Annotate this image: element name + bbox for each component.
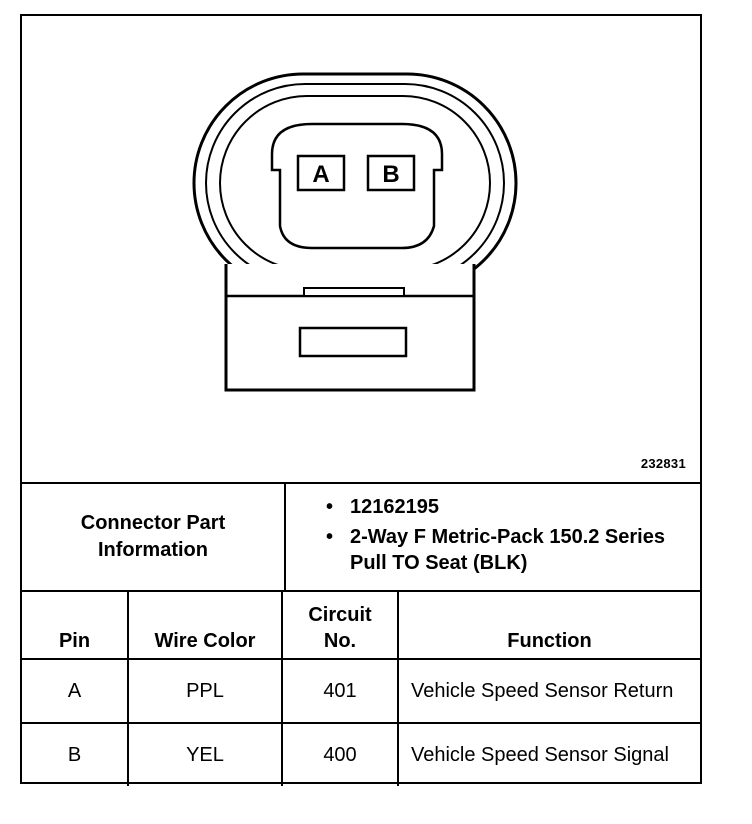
header-function: Function: [397, 592, 700, 660]
pin-a-box: [296, 154, 346, 192]
header-circuit: Circuit No.: [281, 592, 399, 660]
connector-part-info-list: • 12162195 • 2-Way F Metric-Pack 150.2 S…: [324, 494, 694, 580]
wire-color-cell: PPL: [127, 658, 283, 724]
part-description-item: • 2-Way F Metric-Pack 150.2 Series Pull …: [326, 526, 665, 574]
table-row: A PPL 401 Vehicle Speed Sensor Return: [22, 658, 700, 724]
connector-part-info: Connector Part Information • 12162195 • …: [22, 484, 700, 592]
header-wire-color: Wire Color: [127, 592, 283, 660]
bullet: •: [326, 526, 334, 548]
pin-cell: B: [22, 722, 129, 786]
connector-face-drawing: A B: [192, 72, 518, 392]
pin-a-label: A: [312, 161, 329, 188]
circuit-cell: 400: [281, 722, 399, 786]
connector-cavity: [270, 122, 444, 250]
pin-b-box: [366, 154, 416, 192]
figure-id: 232831: [640, 456, 686, 471]
function-cell: Vehicle Speed Sensor Return: [397, 658, 700, 724]
table-row: B YEL 400 Vehicle Speed Sensor Signal: [22, 722, 700, 786]
circuit-cell: 401: [281, 658, 399, 724]
connector-lock-slot: [298, 326, 408, 358]
bullet: •: [326, 496, 334, 518]
connector-shell-inner: [219, 95, 491, 271]
pin-cell: A: [22, 658, 129, 724]
pin-b-label: B: [382, 161, 399, 188]
pin-table: Pin Wire Color Circuit No. Function A PP…: [22, 592, 700, 786]
connector-diagram: A B 232831: [22, 16, 700, 484]
connector-document: A B 232831 Connector Part Information • …: [20, 14, 702, 786]
connector-lock-ridge: [303, 287, 405, 297]
table-header-row: Pin Wire Color Circuit No. Function: [22, 592, 700, 660]
part-number-item: • 12162195: [326, 496, 439, 518]
connector-part-info-label: Connector Part Information: [22, 484, 286, 590]
wire-color-cell: YEL: [127, 722, 283, 786]
function-cell: Vehicle Speed Sensor Signal: [397, 722, 700, 786]
connector-shell-ring: [205, 83, 505, 283]
header-pin: Pin: [22, 592, 129, 660]
